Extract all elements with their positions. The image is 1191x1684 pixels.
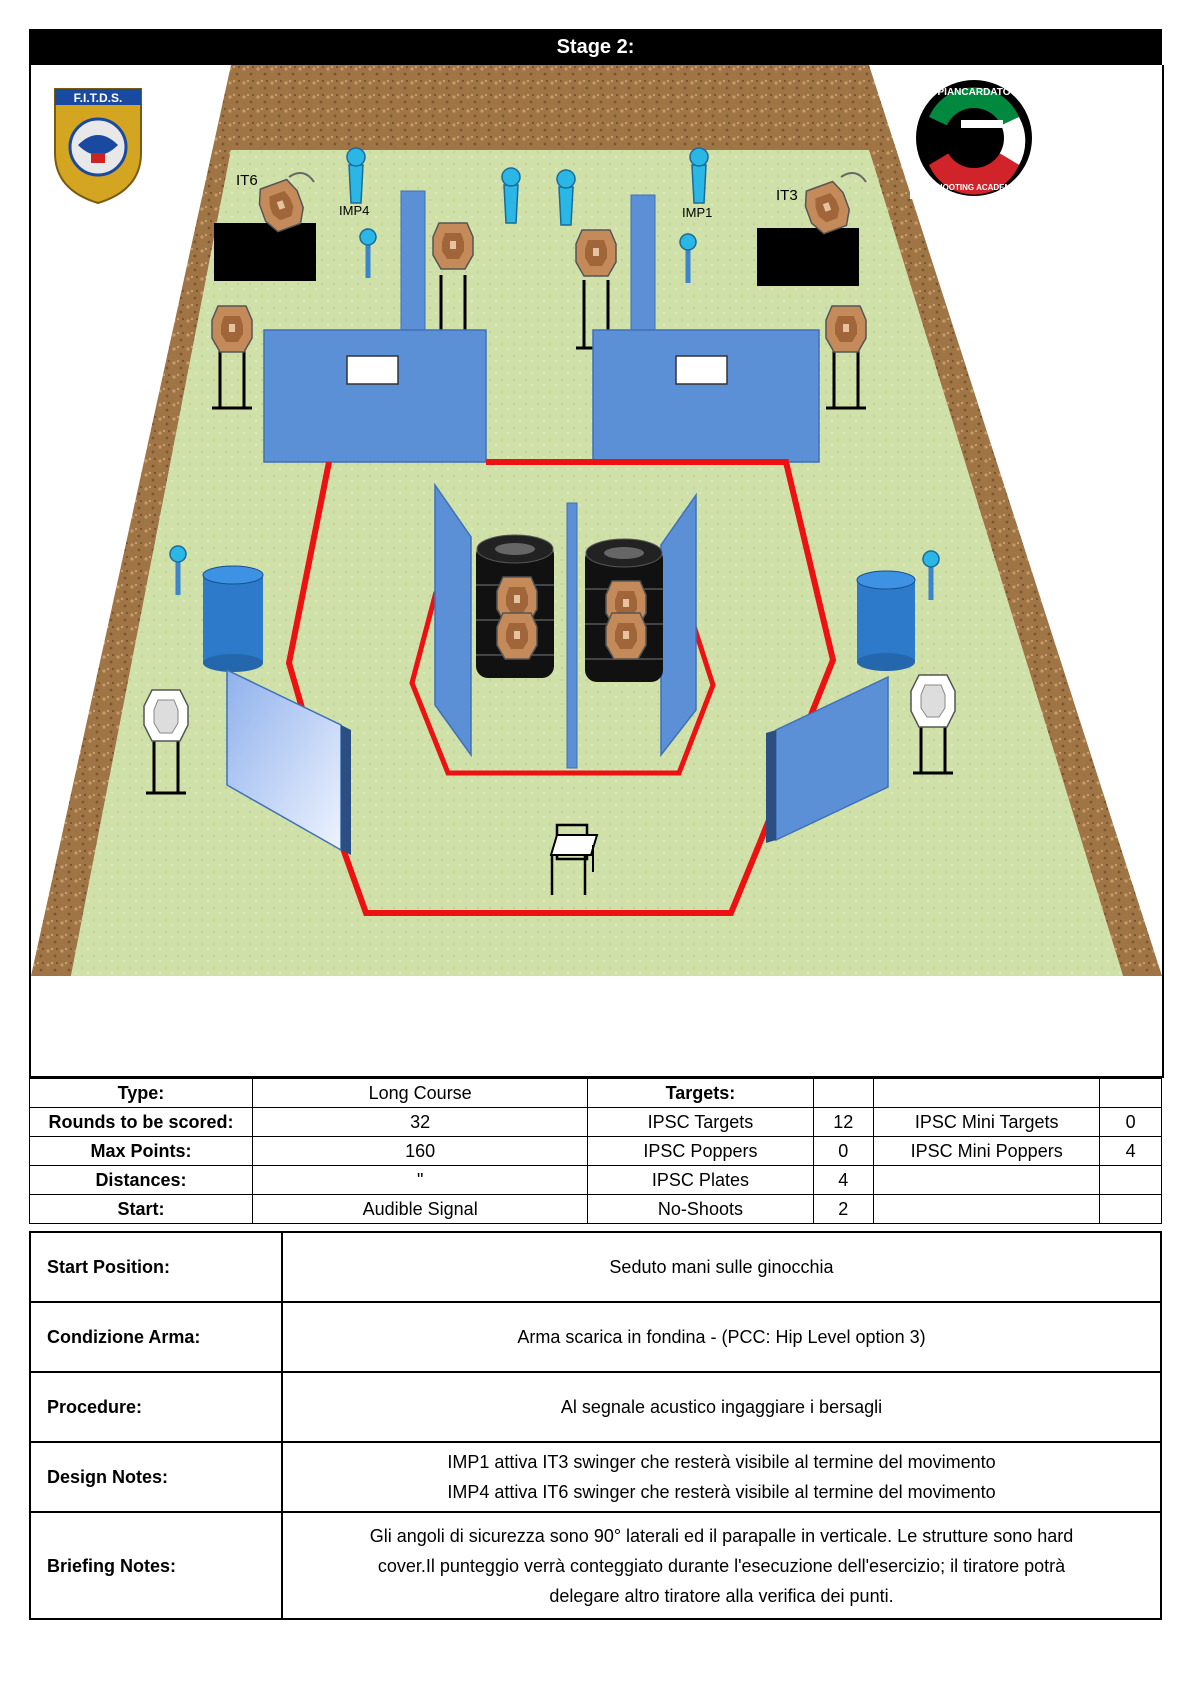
shooting-area-inner — [409, 591, 716, 776]
info-cell-n2: 0 — [812, 1136, 875, 1166]
info-cell-n3 — [1099, 1078, 1162, 1108]
stage-notes-table: Start Position: Seduto mani sulle ginocc… — [29, 1231, 1162, 1620]
info-cell-n3 — [1099, 1165, 1162, 1195]
condizione-arma-label: Condizione Arma: — [29, 1301, 283, 1373]
briefing-notes-line: delegare altro tiratore alla verifica de… — [549, 1585, 894, 1606]
info-cell-k2: No-Shoots — [587, 1194, 814, 1224]
info-cell-n3: 4 — [1099, 1136, 1162, 1166]
info-cell-k3: IPSC Mini Targets — [873, 1107, 1101, 1137]
start-position-value: Seduto mani sulle ginocchia — [281, 1231, 1162, 1303]
start-position-label: Start Position: — [29, 1231, 283, 1303]
stage-diagram: F.I.T.D.S. PIANCARDATO SHOOTING ACADEMY … — [29, 65, 1164, 1078]
info-cell-k2: IPSC Plates — [587, 1165, 814, 1195]
info-cell-k2: Targets: — [587, 1078, 814, 1108]
briefing-notes-line: Gli angoli di sicurezza sono 90° lateral… — [369, 1525, 1074, 1546]
info-cell-v1: 32 — [251, 1107, 589, 1137]
barrel-left — [202, 565, 264, 672]
swinger-cover-it6 — [214, 223, 316, 281]
stage-layout-drawing: F.I.T.D.S. PIANCARDATO SHOOTING ACADEMY … — [31, 65, 1162, 1076]
no-shoot-target-right — [910, 674, 956, 728]
info-cell-k3 — [873, 1078, 1101, 1108]
info-cell-v1: 160 — [251, 1136, 589, 1166]
inner-wall-right — [660, 492, 697, 758]
panel-left-angled — [226, 668, 351, 855]
procedure-value: Al segnale acustico ingaggiare i bersagl… — [281, 1371, 1162, 1443]
port-right — [675, 355, 728, 385]
ipsc-target — [432, 222, 474, 270]
info-cell-n2: 12 — [812, 1107, 875, 1137]
piancardato-bottom-text: SHOOTING ACADEMY — [931, 183, 1017, 192]
info-cell-n2 — [812, 1078, 875, 1108]
info-cell-k2: IPSC Poppers — [587, 1136, 814, 1166]
info-cell-k1: Start: — [29, 1194, 253, 1224]
design-notes-line: IMP1 attiva IT3 swinger che resterà visi… — [447, 1452, 996, 1472]
info-cell-n2: 2 — [812, 1194, 875, 1224]
info-cell-v1: Long Course — [251, 1078, 589, 1108]
briefing-notes-line: cover.Il punteggio verrà conteggiato dur… — [377, 1555, 1066, 1576]
briefing-notes-label: Briefing Notes: — [29, 1511, 283, 1620]
info-cell-k3 — [873, 1165, 1101, 1195]
start-chair — [549, 823, 599, 895]
condizione-arma-value: Arma scarica in fondina - (PCC: Hip Leve… — [281, 1301, 1162, 1373]
info-cell-k1: Rounds to be scored: — [29, 1107, 253, 1137]
inner-post-center — [566, 502, 578, 769]
wall-post-left — [400, 190, 426, 337]
info-cell-k3: IPSC Mini Poppers — [873, 1136, 1101, 1166]
wall-left-with-port — [263, 329, 487, 463]
right-berm — [869, 65, 1162, 976]
info-cell-n2: 4 — [812, 1165, 875, 1195]
briefing-notes-value: Gli angoli di sicurezza sono 90° lateral… — [281, 1511, 1162, 1620]
back-berm — [231, 65, 869, 150]
info-cell-k3 — [873, 1194, 1101, 1224]
ipsc-target-in-tires — [605, 612, 647, 660]
label-it6: IT6 — [236, 172, 258, 189]
label-imp1: IMP1 — [682, 205, 712, 220]
ipsc-target — [575, 229, 617, 277]
info-cell-v1: Audible Signal — [251, 1194, 589, 1224]
piancardato-top-text: PIANCARDATO — [938, 87, 1011, 98]
no-shoot-target-left — [143, 689, 189, 742]
port-left — [346, 355, 399, 385]
ipsc-target — [825, 305, 867, 353]
barrel-right — [856, 570, 916, 671]
panel-right-angled — [766, 675, 889, 843]
design-notes-line: IMP4 attiva IT6 swinger che resterà visi… — [447, 1482, 996, 1502]
stage-title: Stage 2: — [29, 29, 1162, 65]
design-notes-label: Design Notes: — [29, 1441, 283, 1513]
label-imp4: IMP4 — [339, 203, 369, 218]
info-cell-n3: 0 — [1099, 1107, 1162, 1137]
info-cell-k1: Distances: — [29, 1165, 253, 1195]
fitds-logo-text: F.I.T.D.S. — [74, 91, 123, 105]
ipsc-target-in-tires — [496, 612, 538, 660]
wall-post-right — [630, 194, 656, 341]
procedure-label: Procedure: — [29, 1371, 283, 1443]
it6-swing-arrow — [288, 172, 315, 183]
wall-right-with-port — [592, 329, 820, 463]
fitds-logo: F.I.T.D.S. — [54, 88, 142, 205]
swinger-cover-it3 — [757, 228, 859, 286]
info-cell-k1: Max Points: — [29, 1136, 253, 1166]
info-cell-k2: IPSC Targets — [587, 1107, 814, 1137]
ipsc-target — [211, 305, 253, 353]
it3-swing-arrow — [840, 172, 867, 183]
inner-wall-left — [434, 482, 472, 758]
info-cell-n3 — [1099, 1194, 1162, 1224]
info-cell-k1: Type: — [29, 1078, 253, 1108]
left-berm — [31, 65, 231, 976]
label-it3: IT3 — [776, 187, 798, 204]
design-notes-value: IMP1 attiva IT3 swinger che resterà visi… — [281, 1441, 1162, 1513]
info-cell-v1: " — [251, 1165, 589, 1195]
piancardato-logo: PIANCARDATO SHOOTING ACADEMY — [910, 77, 1038, 199]
